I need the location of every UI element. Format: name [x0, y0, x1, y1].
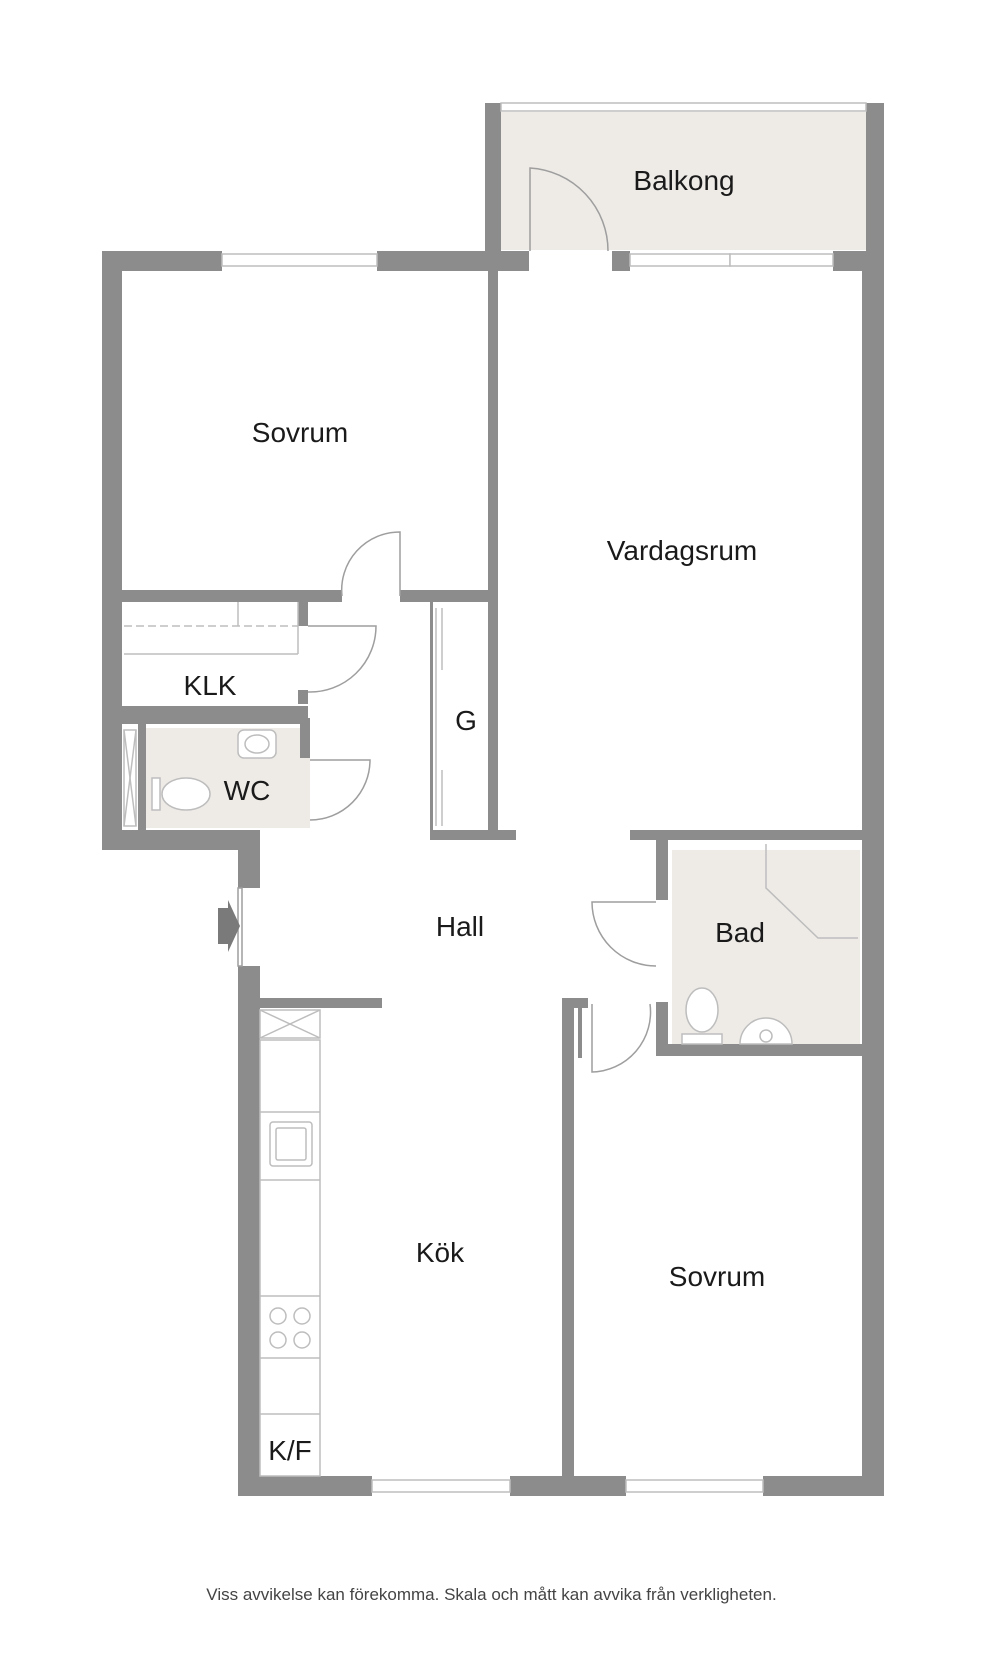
kok-sink-basin: [275, 1127, 307, 1161]
fixtures: [123, 602, 858, 1477]
wc-toilet-tank: [151, 777, 161, 811]
wall-bad-left-lower: [656, 1002, 668, 1052]
wc-cabinet: [123, 729, 137, 827]
wc-sink: [237, 729, 277, 759]
wall-left-lower: [238, 966, 260, 1496]
wall-sovrum-bottom-2: [400, 590, 498, 602]
wall-bottom-2: [510, 1476, 626, 1496]
entrance-arrow-icon: [218, 900, 240, 952]
wall-g-left: [430, 602, 433, 832]
window-vardagsrum-2: [729, 253, 834, 267]
kok-top-cabinet: [259, 1009, 321, 1039]
wall-wc-left: [138, 724, 146, 830]
bad-sink: [739, 1017, 793, 1045]
wall-balcony-right: [866, 103, 884, 251]
disclaimer-text: Viss avvikelse kan förekomma. Skala och …: [206, 1585, 777, 1604]
wall-g-bottom: [430, 830, 516, 840]
wall-kok-sovrum: [562, 998, 574, 1478]
wc-floor: [146, 728, 310, 828]
label-bad: Bad: [715, 917, 765, 948]
wc-cabinet-cross-2: [123, 729, 137, 827]
label-klk: KLK: [184, 670, 237, 701]
label-sovrum-bottom: Sovrum: [669, 1261, 765, 1292]
door-wc: [309, 759, 371, 821]
wc-sink-basin: [244, 734, 270, 754]
stove-burner-1: [269, 1307, 287, 1325]
kok-counter: [259, 1039, 321, 1477]
kok-sink: [269, 1121, 313, 1167]
window-vardagsrum-1: [629, 253, 731, 267]
bad-toilet-bowl: [685, 987, 719, 1033]
wall-left-entrance-top: [238, 830, 260, 888]
label-balkong: Balkong: [633, 165, 734, 196]
windows: [221, 102, 867, 1493]
wc-toilet-bowl: [161, 777, 211, 811]
wall-right: [862, 251, 884, 1496]
bad-shower: [765, 844, 858, 939]
wall-left-upper: [102, 251, 122, 850]
window-sovrum-top: [221, 253, 378, 267]
wall-klk-right-upper: [298, 602, 308, 626]
kok-top-cabinet-x2: [259, 1009, 321, 1039]
wall-sovrum-vardagsrum: [488, 271, 498, 833]
door-balkong: [529, 167, 609, 252]
window-sovrum-bottom: [625, 1479, 764, 1493]
wall-sovrum2-left-inner: [578, 1008, 582, 1058]
wall-top-mid: [612, 251, 630, 271]
floor-fills: [146, 112, 866, 1048]
door-klk: [307, 625, 377, 693]
wall-bottom-3: [763, 1476, 884, 1496]
wall-sovrum2-top-stub: [562, 998, 588, 1008]
wall-top-left-2: [377, 251, 529, 271]
wall-kok-top: [258, 998, 382, 1008]
label-vardagsrum: Vardagsrum: [607, 535, 757, 566]
stove-burner-3: [269, 1331, 287, 1349]
door-sovrum-bottom: [591, 1003, 652, 1073]
door-sovrum-top: [340, 531, 401, 597]
bad-sink-drain: [759, 1029, 773, 1043]
label-sovrum-top: Sovrum: [252, 417, 348, 448]
wall-bad-bottom: [656, 1044, 862, 1056]
wall-bad-left-upper: [656, 840, 668, 900]
label-g: G: [455, 705, 477, 736]
wall-wc-right-upper: [300, 718, 310, 758]
label-hall: Hall: [436, 911, 484, 942]
wall-klk-right-lower: [298, 690, 308, 704]
stove-burner-4: [293, 1331, 311, 1349]
room-labels: Balkong Sovrum Vardagsrum KLK G WC Hall …: [184, 165, 766, 1466]
wall-sovrum-bottom-1: [122, 590, 342, 602]
window-balcony-top: [500, 102, 867, 112]
door-bad: [591, 901, 657, 967]
label-wc: WC: [224, 775, 271, 806]
wall-balcony-left: [485, 103, 501, 251]
walls: [102, 103, 884, 1496]
balcony-floor: [499, 112, 866, 250]
window-kok: [371, 1479, 511, 1493]
wall-bottom-1: [238, 1476, 372, 1496]
label-kf: K/F: [268, 1435, 312, 1466]
label-kok: Kök: [416, 1237, 465, 1268]
wall-left-bottom-upper: [102, 830, 260, 850]
wall-top-left-1: [102, 251, 222, 271]
wall-bad-top: [630, 830, 862, 840]
wall-klk-bottom: [122, 706, 308, 724]
bad-toilet-tank: [681, 1033, 723, 1045]
stove-burner-2: [293, 1307, 311, 1325]
